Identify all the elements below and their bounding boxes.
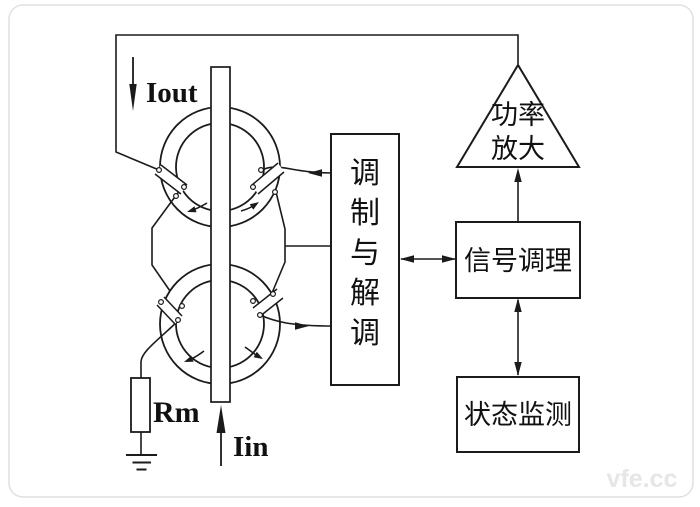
power-amp-label-line1: 功率 [491, 100, 545, 130]
flux-arrow-upper-right-icon [240, 202, 259, 212]
mod-demod-char-4: 解 [350, 277, 380, 310]
winding-upper-right [250, 162, 285, 196]
feedback-wire [115, 34, 519, 171]
power-amp-label-line2: 放大 [491, 134, 545, 164]
arrow-lower-winding-to-box-icon [295, 322, 309, 330]
rm-label: Rm [153, 396, 200, 429]
status-monitor-box [456, 376, 580, 453]
status-monitor-label: 状态监测 [464, 400, 572, 430]
mod-demod-char-2: 制 [350, 197, 380, 230]
wire-lower-winding-to-box [259, 314, 333, 327]
flux-arrow-lower-left-icon [184, 350, 205, 362]
arrow-signal-to-amp-icon [514, 168, 522, 221]
winding-lower-right [250, 288, 284, 319]
iin-label: Iin [233, 431, 268, 463]
flux-arrow-lower-right-icon [244, 346, 263, 359]
mod-demod-char-3: 与 [350, 237, 380, 270]
arrow-signal-status-bidirectional-icon [514, 298, 522, 376]
watermark: vfe.cc [607, 465, 678, 493]
mod-demod-char-1: 调 [350, 157, 380, 190]
arrow-mod-signal-bidirectional-icon [400, 255, 456, 263]
iout-arrow-icon [129, 57, 137, 111]
flux-arrow-upper-left-icon [187, 202, 208, 213]
primary-conductor-bar [210, 66, 231, 403]
signal-conditioning-box [455, 221, 581, 299]
arrow-box-to-upper-winding-icon [308, 169, 322, 177]
wire-series-left [151, 189, 181, 292]
iin-arrow-icon [216, 405, 226, 466]
mod-demod-box [330, 133, 400, 386]
wire-winding-to-resistor [140, 320, 179, 378]
signal-conditioning-label: 信号调理 [464, 246, 572, 276]
mod-demod-char-5: 调 [350, 317, 380, 350]
ground-icon [126, 454, 157, 471]
resistor-rm [130, 377, 151, 433]
winding-lower-left [156, 296, 186, 325]
winding-upper-left [154, 164, 188, 200]
iout-label: Iout [146, 77, 198, 109]
power-amp-triangle [455, 63, 581, 168]
